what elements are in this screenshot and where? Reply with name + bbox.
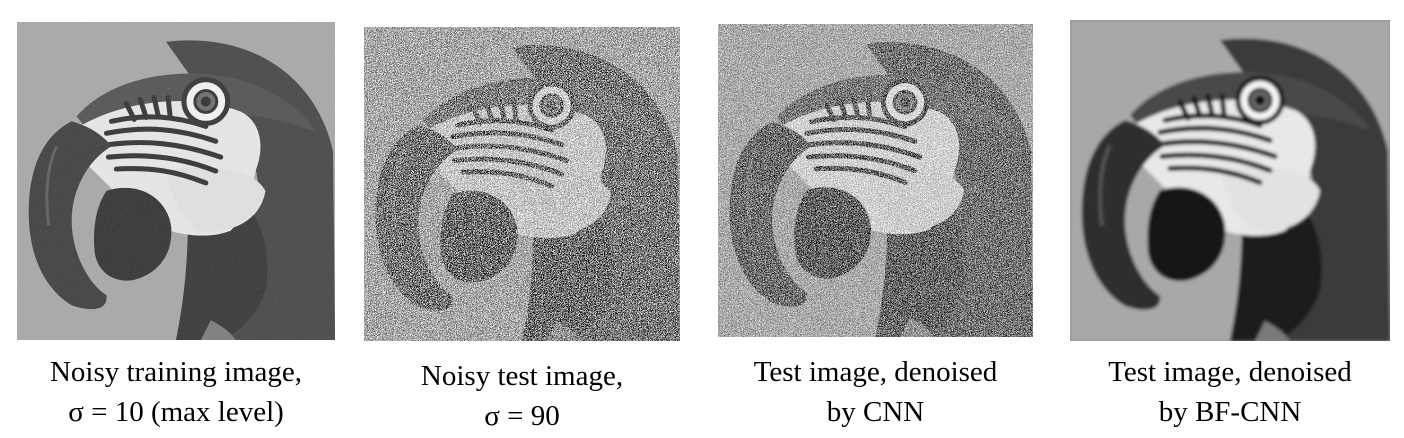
caption-test-line1: Noisy test image, bbox=[420, 360, 624, 392]
bfcnn-denoised-image bbox=[1070, 20, 1390, 341]
parrot-cnn-figure bbox=[718, 24, 1033, 337]
caption-test-line2: σ = 90 bbox=[484, 400, 560, 432]
caption-cnn: Test image, denoised by CNN bbox=[688, 352, 1063, 432]
panel-cnn: Test image, denoised by CNN bbox=[718, 0, 1033, 438]
caption-bfcnn-line2: by BF-CNN bbox=[1158, 396, 1302, 428]
parrot-test-figure bbox=[364, 27, 680, 341]
caption-cnn-line2: by CNN bbox=[826, 396, 925, 428]
noisy-test-image bbox=[364, 27, 680, 341]
caption-training: Noisy training image, σ = 10 (max level) bbox=[0, 352, 365, 432]
parrot-training-figure bbox=[17, 22, 335, 340]
panel-bfcnn: Test image, denoised by BF-CNN bbox=[1070, 0, 1390, 438]
caption-bfcnn-line1: Test image, denoised bbox=[1108, 356, 1352, 388]
caption-test: Noisy test image, σ = 90 bbox=[334, 356, 710, 436]
panel-test: Noisy test image, σ = 90 bbox=[364, 0, 680, 438]
caption-training-line1: Noisy training image, bbox=[49, 356, 303, 388]
caption-bfcnn: Test image, denoised by BF-CNN bbox=[1040, 352, 1404, 432]
caption-cnn-line1: Test image, denoised bbox=[753, 356, 998, 388]
panel-training: Noisy training image, σ = 10 (max level) bbox=[17, 0, 335, 438]
cnn-denoised-image bbox=[718, 24, 1033, 337]
noisy-training-image bbox=[17, 22, 335, 340]
caption-training-line2: σ = 10 (max level) bbox=[68, 396, 284, 428]
parrot-bfcnn-figure bbox=[1070, 20, 1390, 341]
